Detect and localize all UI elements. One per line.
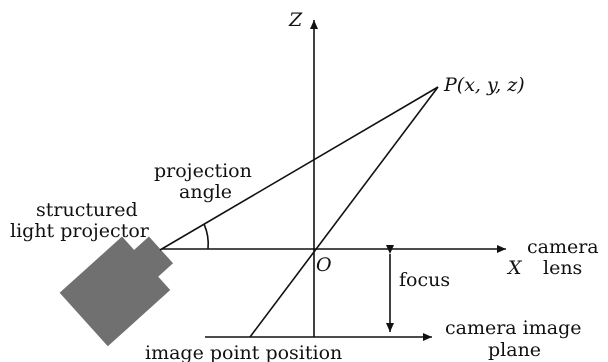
focus-label: focus — [399, 269, 450, 291]
image-ray — [249, 86, 439, 338]
projection-angle-arc — [203, 223, 210, 250]
image-plane-label-1: camera image — [445, 317, 582, 339]
image-plane-label-2: plane — [488, 339, 541, 361]
image-point-label: image point position — [145, 342, 342, 362]
projection-angle-label-1: projection — [154, 160, 252, 182]
projector-label-2: light projector — [10, 220, 150, 242]
projection-ray — [159, 86, 439, 251]
x-axis-label: X — [506, 257, 523, 279]
point-label: P(x, y, z) — [443, 74, 525, 96]
projector-shape — [59, 236, 174, 347]
z-axis-label: Z — [288, 9, 303, 31]
projector-label-1: structured — [36, 199, 138, 221]
camera-lens-label-1: camera — [527, 236, 599, 258]
origin-label: O — [316, 254, 332, 276]
camera-lens-label-2: lens — [543, 257, 582, 279]
projection-angle-label-2: angle — [179, 181, 232, 203]
